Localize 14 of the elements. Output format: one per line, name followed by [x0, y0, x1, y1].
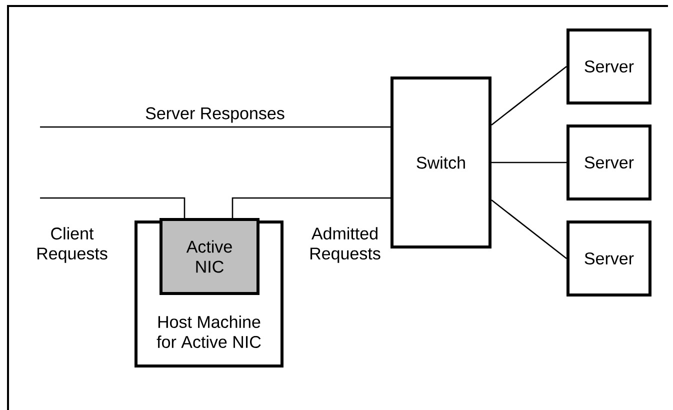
connector-line	[232, 197, 390, 218]
nic-box: Active NIC	[160, 218, 260, 295]
edge-label: Admitted Requests	[303, 226, 387, 264]
server-box: Server	[566, 124, 652, 200]
connector-line	[491, 199, 567, 259]
connector-line	[491, 66, 567, 126]
server-box: Server	[566, 28, 652, 104]
switch-box: Switch	[390, 76, 492, 248]
server-box: Server	[566, 220, 652, 296]
connector-line	[40, 126, 390, 128]
edge-label: Client Requests	[30, 226, 114, 264]
connector-line	[492, 162, 566, 164]
edge-label: Server Responses	[144, 106, 286, 124]
connector-line	[40, 197, 186, 218]
